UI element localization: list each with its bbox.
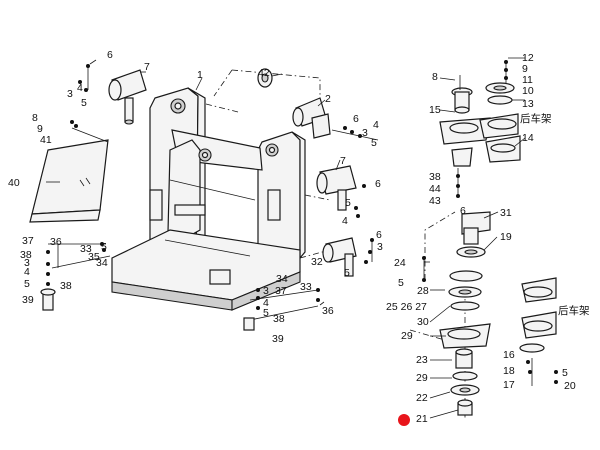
- pin-2: [292, 97, 331, 139]
- label-part-20: 20: [564, 380, 576, 392]
- label-part-4b: 4: [373, 119, 379, 131]
- label-part-43: 43: [429, 195, 441, 207]
- label-part-40: 40: [8, 177, 20, 189]
- upper-disc-stack: [479, 60, 521, 163]
- label-part-6c: 6: [375, 178, 381, 190]
- label-part-36: 36: [50, 236, 62, 248]
- upper-right-stack: [439, 75, 491, 198]
- leader-lines: [46, 57, 526, 419]
- label-part-19: 19: [500, 231, 512, 243]
- label-part-22: 22: [416, 392, 428, 404]
- label-part-36b: 36: [322, 305, 334, 317]
- label-part-37: 37: [22, 235, 34, 247]
- label-part-38: 38: [20, 249, 32, 261]
- label-part-6b: 6: [353, 113, 359, 125]
- label-part-3: 3: [67, 88, 73, 100]
- cover-plate-40: [29, 139, 109, 223]
- label-part-17: 17: [503, 379, 515, 391]
- label-part-24: 24: [394, 257, 406, 269]
- label-part-29b: 29: [416, 372, 428, 384]
- label-part-21: 21: [416, 413, 428, 425]
- label-part-16: 16: [503, 349, 515, 361]
- label-part-5h: 5: [398, 277, 404, 289]
- label-part-3d: 3: [24, 257, 30, 269]
- label-part-15: 15: [429, 104, 441, 116]
- label-part-31: 31: [500, 207, 512, 219]
- bolt-group-top-left: [78, 64, 90, 92]
- label-part-38c: 38: [273, 313, 285, 325]
- label-part-2: 2: [325, 93, 331, 105]
- pin-7-lower: [316, 165, 357, 211]
- label-part-5i: 5: [562, 367, 568, 379]
- label-part-14: 14: [522, 132, 534, 144]
- label-part-6: 6: [107, 49, 113, 61]
- label-part-4c: 4: [342, 215, 348, 227]
- label-part-41: 41: [40, 134, 52, 146]
- label-part-34: 34: [96, 257, 108, 269]
- label-part-34b: 34: [276, 273, 288, 285]
- label-part-23: 23: [416, 354, 428, 366]
- main-frame: [111, 87, 306, 311]
- label-part-4e: 4: [263, 297, 269, 309]
- label-part-11: 11: [522, 74, 533, 86]
- label-part-39b: 39: [272, 333, 284, 345]
- label-part-4: 4: [77, 82, 83, 94]
- label-part-28: 28: [417, 285, 429, 297]
- pin-7: [108, 69, 147, 125]
- label-part-3e: 3: [263, 285, 269, 297]
- label-part-6e: 6: [460, 205, 466, 217]
- label-part-33b: 33: [300, 281, 312, 293]
- label-part-30: 30: [417, 316, 429, 328]
- label-part-5: 5: [81, 97, 87, 109]
- label-part-5f: 5: [101, 241, 107, 253]
- label-part-44: 44: [429, 183, 441, 195]
- label-part-25-26-27: 25 26 27: [386, 301, 427, 313]
- label-part-4d: 4: [24, 266, 30, 278]
- label-part-13: 13: [522, 98, 534, 110]
- part-labels: 1 2 3 4 5 6 7 6 4 3 5 42 8 9 41 40 7 6 5…: [8, 49, 590, 425]
- label-rear-frame-top: 后车架: [520, 112, 552, 125]
- pin-32: [322, 237, 357, 277]
- label-rear-frame-bottom: 后车架: [558, 304, 590, 317]
- label-part-7: 7: [144, 61, 150, 73]
- label-part-7b: 7: [340, 155, 346, 167]
- label-part-8b: 8: [432, 71, 438, 83]
- lower-right-stack: [519, 277, 558, 386]
- label-part-3b: 3: [362, 127, 368, 139]
- label-part-5b: 5: [371, 137, 377, 149]
- label-part-32: 32: [311, 256, 323, 268]
- lower-left-bracket: [40, 242, 111, 311]
- center-lower-stack: [439, 211, 491, 416]
- label-part-5d: 5: [344, 267, 350, 279]
- label-part-18: 18: [503, 365, 515, 377]
- label-part-9: 9: [37, 123, 43, 135]
- label-part-33: 33: [80, 243, 92, 255]
- lower-middle-bracket: [243, 288, 320, 331]
- label-part-37b: 37: [275, 285, 287, 297]
- label-part-5e: 5: [24, 278, 30, 290]
- highlight-marker: [398, 414, 410, 426]
- label-part-3c: 3: [377, 241, 383, 253]
- label-part-1: 1: [197, 69, 203, 81]
- label-part-12: 12: [522, 52, 534, 64]
- label-part-29: 29: [401, 330, 413, 342]
- label-part-5g: 5: [263, 307, 269, 319]
- label-part-6d: 6: [376, 229, 382, 241]
- label-part-5c: 5: [345, 197, 351, 209]
- label-part-42: 42: [258, 67, 270, 79]
- label-part-10: 10: [522, 85, 534, 97]
- label-part-39: 39: [22, 294, 34, 306]
- label-part-8: 8: [32, 112, 38, 124]
- label-part-9b: 9: [522, 63, 528, 75]
- label-part-38b: 38: [60, 280, 72, 292]
- label-part-35: 35: [88, 251, 100, 263]
- label-part-38d: 38: [429, 171, 441, 183]
